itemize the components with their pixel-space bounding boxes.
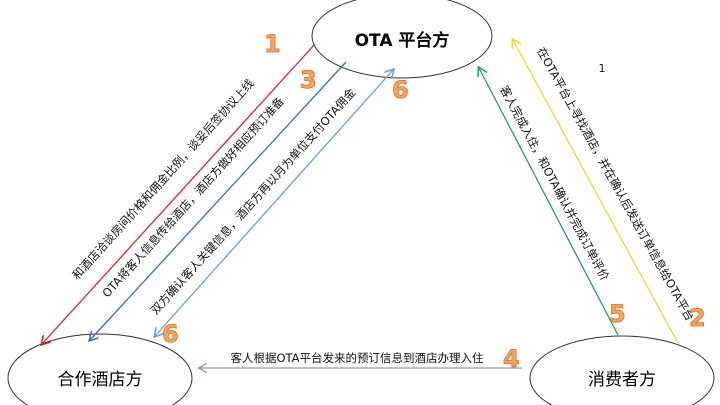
- step-2-number: 2: [689, 304, 706, 332]
- edge-1-arrow: [42, 43, 316, 344]
- consumer-node: [529, 335, 715, 405]
- edge-6-arrow: [155, 70, 393, 336]
- hotel-node-label: 合作酒店方: [58, 370, 143, 390]
- edge-2-arrow: [513, 40, 679, 344]
- hotel-node: [7, 333, 193, 405]
- step-4-number: 4: [503, 345, 520, 373]
- step-6-number-bottom: 6: [162, 320, 179, 348]
- ota-node: [311, 0, 493, 79]
- step-6-number-top: 6: [392, 76, 409, 104]
- edge-5-arrow: [479, 68, 619, 336]
- edge-3-arrow: [90, 61, 347, 340]
- step-5-number: 5: [609, 300, 626, 328]
- step-3-number: 3: [300, 66, 317, 94]
- edge-5-label: 客人完成入住，和OTA确认并完成订单评价: [497, 83, 612, 283]
- step-1-number: 1: [264, 30, 281, 58]
- ota-node-label: OTA 平台方: [355, 30, 450, 51]
- consumer-node-label: 消费者方: [588, 370, 656, 390]
- edge-1-label: 和酒店洽谈房间价格和佣金比例，谈妥后签协议上线: [69, 76, 257, 282]
- page-number: 1: [599, 62, 606, 75]
- edge-4-label: 客人根据OTA平台发来的预订信息到酒店办理入住: [230, 351, 484, 365]
